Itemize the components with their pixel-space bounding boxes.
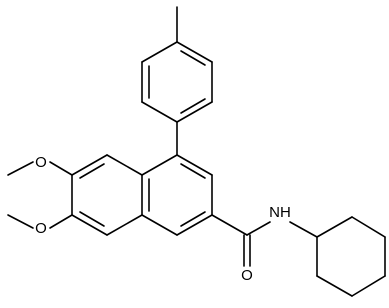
oxygen-label-carbonyl: O [241,267,253,284]
bond-chx-2 [351,216,386,238]
bond-c-o-lower [49,214,73,229]
bond-chx-1 [316,216,353,238]
bond-naph-r6 [141,154,178,176]
bond-naph-l5 [106,214,143,236]
bond-naph-r3 [176,214,213,236]
bond-naph-l-double-1 [79,163,105,179]
bond-tolyl-1 [176,41,213,63]
bond-naph-l-double-2 [79,211,105,227]
bond-naph-r-double-2 [180,211,206,227]
bond-naph-r4 [141,214,178,236]
bond-naph-r-double-1 [180,163,206,179]
bond-o-ch3-lower [7,214,34,229]
bond-tolyl-double-2 [180,98,206,114]
bond-n-cyclohexyl [289,221,318,238]
bond-ring-carbonyl [211,214,248,236]
bond-naph-l1 [106,154,143,176]
bond-naph-l4 [71,214,108,236]
bond-c-n [246,221,271,236]
bond-tolyl-6 [141,41,178,63]
bond-chx-4 [351,275,386,297]
bond-tolyl-3 [176,101,213,123]
bond-naph-r1 [176,154,213,176]
bonds [7,6,386,297]
bond-tolyl-4 [141,101,178,123]
bond-naph-l2 [71,154,108,176]
bond-tolyl-double-1 [180,50,206,66]
oxygen-label-lower: O [35,220,47,237]
atom-labels: O O O NH [35,154,291,284]
nitrogen-label: NH [269,204,291,221]
bond-c-o-upper [49,161,73,176]
bond-chx-5 [316,275,353,297]
bond-o-ch3-upper [7,161,34,176]
oxygen-label-upper: O [35,154,47,171]
